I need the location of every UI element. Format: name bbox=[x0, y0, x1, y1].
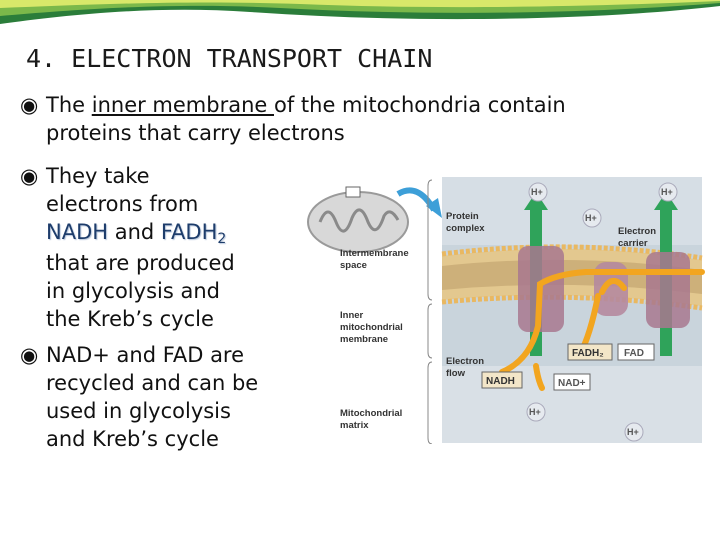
fadh-subscript: 2 bbox=[217, 231, 227, 247]
protein-complex-label: Protein bbox=[446, 211, 479, 222]
bullet2-line5: in glycolysis and bbox=[46, 279, 220, 303]
intermembrane-label: Intermembrane bbox=[340, 248, 409, 259]
nadh-term: NADH bbox=[46, 220, 109, 244]
bullet-nadh-fadh: ◉ They take electrons from NADH and FADH… bbox=[20, 162, 306, 333]
target-bullet-icon: ◉ bbox=[20, 93, 39, 117]
nad-plus-molecule-label: NAD+ bbox=[558, 378, 586, 389]
electron-carrier-label: Electron bbox=[618, 226, 656, 237]
fad-molecule-label: FAD bbox=[624, 348, 644, 359]
bullet3-line2: recycled and can be bbox=[46, 371, 259, 395]
target-bullet-icon: ◉ bbox=[20, 343, 39, 367]
slide-title: 4. ELECTRON TRANSPORT CHAIN bbox=[26, 44, 433, 73]
mitochondrion-thumbnail bbox=[307, 186, 409, 253]
bullet-inner-membrane: ◉ The inner membrane of the mitochondria… bbox=[20, 91, 686, 147]
h-plus-ions: H+ H+ H+ H+ H+ bbox=[526, 182, 678, 442]
bullet2-line6: the Kreb’s cycle bbox=[46, 307, 214, 331]
bullet-recycled: ◉ NAD+ and FAD are recycled and can be u… bbox=[20, 341, 306, 453]
inner-membrane-label: Inner bbox=[340, 310, 364, 321]
h-plus-label: H+ bbox=[585, 213, 597, 223]
bullet3-line4: and Kreb’s cycle bbox=[46, 427, 219, 451]
fadh2-molecule-label: FADH₂ bbox=[572, 348, 604, 359]
bullet1-line2: proteins that carry electrons bbox=[46, 121, 345, 145]
bullet1-underlined-term: inner membrane bbox=[91, 93, 274, 117]
protein-complex-label: complex bbox=[446, 223, 485, 234]
h-plus-label: H+ bbox=[661, 187, 673, 197]
label-brackets bbox=[427, 179, 433, 444]
matrix-label: Mitochondrial bbox=[340, 408, 402, 419]
electron-flow-label: flow bbox=[446, 368, 466, 379]
intermembrane-label: space bbox=[340, 260, 367, 271]
electron-flow-label: Electron bbox=[446, 356, 484, 367]
h-plus-label: H+ bbox=[531, 187, 543, 197]
bullet1-text-pre: The bbox=[46, 93, 92, 117]
h-plus-label: H+ bbox=[627, 427, 639, 437]
electron-carrier-label: carrier bbox=[618, 238, 648, 249]
matrix-label: matrix bbox=[340, 420, 369, 431]
target-bullet-icon: ◉ bbox=[20, 164, 39, 188]
nadh-molecule-label: NADH bbox=[486, 376, 515, 387]
bullet2-line2: electrons from bbox=[46, 192, 199, 216]
inner-membrane-label: mitochondrial bbox=[340, 322, 403, 333]
etc-diagram: H+ H+ H+ H+ H+ NADH NAD+ FADH₂ FAD Prote… bbox=[307, 177, 705, 444]
h-plus-label: H+ bbox=[529, 407, 541, 417]
bullet2-line4: that are produced bbox=[46, 251, 235, 275]
fadh-term: FADH bbox=[160, 220, 218, 244]
top-decorative-band bbox=[0, 0, 720, 24]
molecule-boxes: NADH NAD+ FADH₂ FAD bbox=[481, 343, 655, 391]
inner-membrane-label: membrane bbox=[340, 334, 388, 345]
bullet1-text-post: of the mitochondria contain bbox=[274, 93, 566, 117]
figure-labels: Protein complex Electron carrier Interme… bbox=[340, 211, 656, 431]
bullet3-line1: NAD+ and FAD are bbox=[46, 343, 245, 367]
bullet2-and: and bbox=[108, 220, 161, 244]
bullet3-line3: used in glycolysis bbox=[46, 399, 231, 423]
bullet2-line1: They take bbox=[46, 164, 150, 188]
